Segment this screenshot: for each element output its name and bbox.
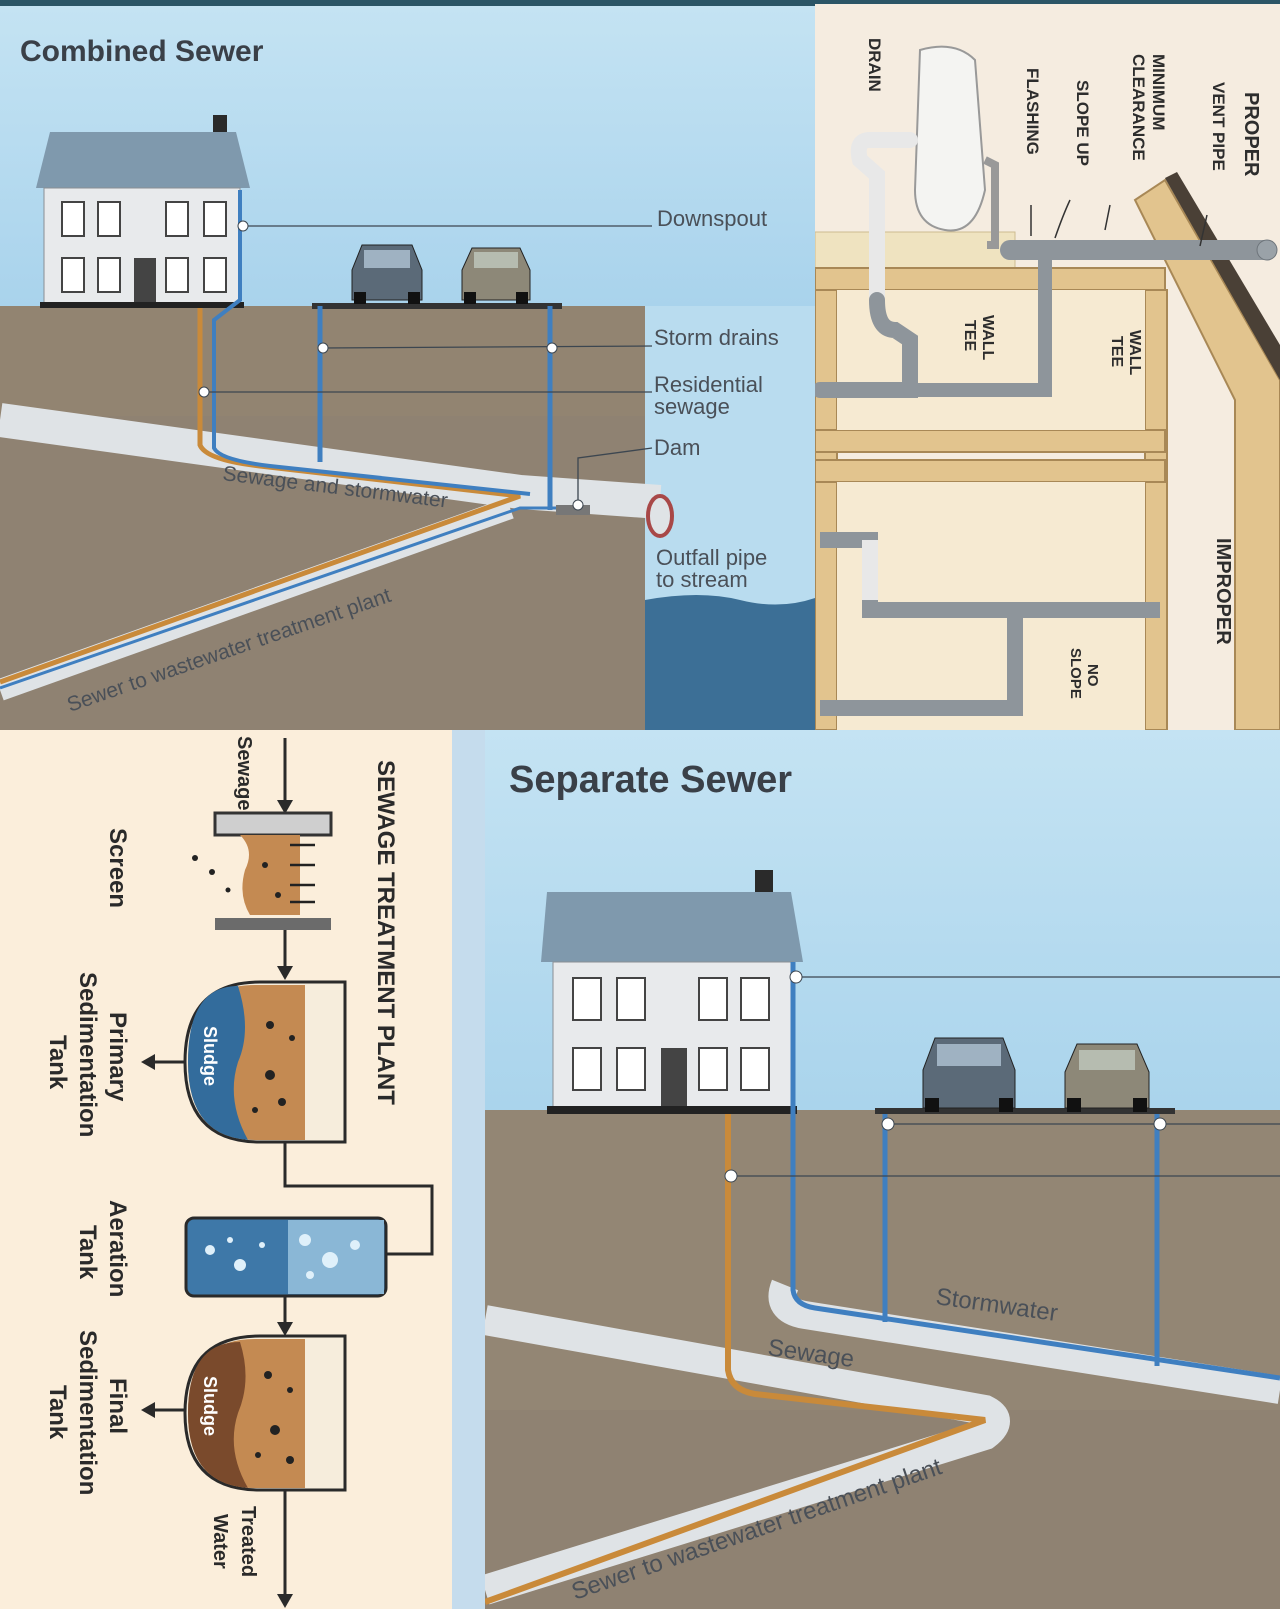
combined-sewer-panel: Combined Sewer Downspout Storm drains Re… xyxy=(0,0,815,730)
chimney xyxy=(755,870,773,894)
wall-tee-1-label-b: TEE xyxy=(961,320,978,351)
treated-label-2: Water xyxy=(209,1514,231,1569)
stream-water xyxy=(645,595,815,730)
final-label-3: Tank xyxy=(44,1385,71,1440)
sewage-input-label: Sewage xyxy=(233,736,255,810)
final-sludge-label: Sludge xyxy=(200,1376,220,1436)
proper-label: PROPER xyxy=(1240,92,1262,177)
residential-label-2: sewage xyxy=(654,394,730,419)
flashing-label: FLASHING xyxy=(1023,68,1042,155)
vent-pipe-label: VENT PIPE xyxy=(1209,82,1228,171)
treated-label-1: Treated xyxy=(237,1506,259,1577)
aeration-tank xyxy=(186,1218,386,1296)
car-2 xyxy=(462,248,530,304)
car-1 xyxy=(923,1038,1015,1112)
combined-title: Combined Sewer xyxy=(20,35,264,68)
door xyxy=(134,258,156,304)
treatment-plant-title: SEWAGE TREATMENT PLANT xyxy=(372,760,399,1105)
combined-sewer-diagram: Combined Sewer Downspout Storm drains Re… xyxy=(0,0,815,730)
roof xyxy=(36,132,250,188)
primary-label-1: Primary xyxy=(104,1012,131,1102)
top-border xyxy=(0,0,815,6)
primary-label-2: Sedimentation xyxy=(74,972,101,1137)
treatment-plant-diagram: SEWAGE TREATMENT PLANT Sewage Screen Pri… xyxy=(0,730,485,1609)
primary-sludge-label: Sludge xyxy=(200,1026,220,1086)
plumbing-panel: PROPER VENT PIPE MINIMUM CLEARANCE SLOPE… xyxy=(815,0,1280,730)
roof xyxy=(541,892,803,962)
wall-tee-2-label-a: WALL xyxy=(1126,330,1143,376)
separate-title: Separate Sewer xyxy=(509,759,792,801)
final-label-2: Sedimentation xyxy=(74,1330,101,1495)
no-slope-label-1: NO xyxy=(1084,664,1101,687)
house xyxy=(36,115,250,308)
separate-sewer-panel: Separate Sewer Stormwater Sewage Sewer t… xyxy=(485,730,1280,1609)
separate-sewer-diagram: Separate Sewer Stormwater Sewage Sewer t… xyxy=(485,730,1280,1609)
car-2 xyxy=(1065,1044,1149,1112)
primary-label-3: Tank xyxy=(44,1035,71,1090)
downspout-label: Downspout xyxy=(657,206,767,231)
wall-tee-2-label-b: TEE xyxy=(1108,336,1125,367)
door xyxy=(661,1048,687,1108)
dam-label: Dam xyxy=(654,435,700,460)
minimum-clearance-label-1: MINIMUM xyxy=(1149,54,1168,130)
car-1 xyxy=(352,245,422,304)
aeration-label-1: Aeration xyxy=(104,1200,131,1297)
screen-label: Screen xyxy=(104,828,131,908)
no-slope-label-2: SLOPE xyxy=(1067,648,1084,699)
minimum-clearance-label-2: CLEARANCE xyxy=(1129,54,1148,161)
improper-label: IMPROPER xyxy=(1212,538,1234,645)
plumbing-vent-diagram: PROPER VENT PIPE MINIMUM CLEARANCE SLOPE… xyxy=(815,0,1280,730)
drain-label: DRAIN xyxy=(865,38,884,92)
final-label-1: Final xyxy=(104,1378,131,1434)
storm-drains-label: Storm drains xyxy=(654,325,779,350)
slope-up-label: SLOPE UP xyxy=(1073,80,1092,166)
house xyxy=(541,870,803,1114)
outfall-pipe-opening xyxy=(648,496,672,536)
wall-tee-1-label-a: WALL xyxy=(979,315,996,361)
outfall-label-2: to stream xyxy=(656,567,748,592)
aeration-label-2: Tank xyxy=(74,1225,101,1280)
treatment-plant-panel: SEWAGE TREATMENT PLANT Sewage Screen Pri… xyxy=(0,730,485,1609)
